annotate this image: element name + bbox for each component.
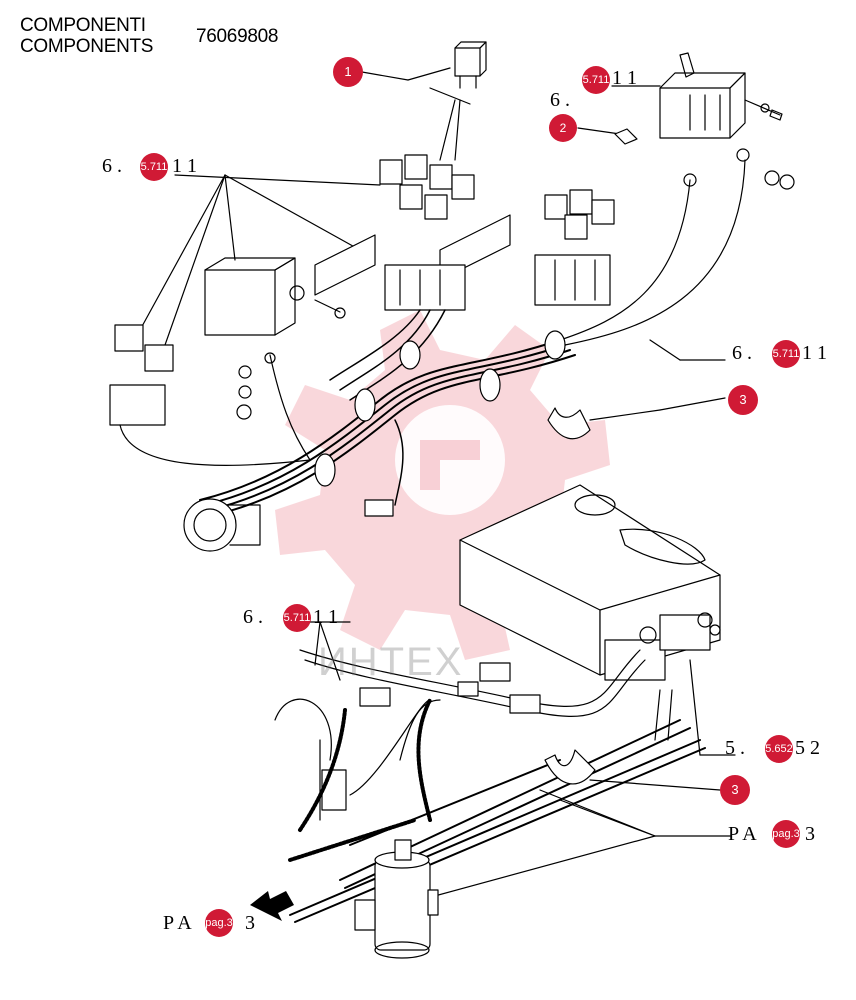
callout-3-top[interactable]: 3 [728, 385, 758, 415]
ref-badge-arrow[interactable]: pag.3 [205, 909, 233, 937]
ref-badge-valve[interactable]: 5.652 [765, 735, 793, 763]
ref-arrow: P A [163, 912, 196, 934]
ref-prefix: 6 . [550, 89, 575, 111]
ref-badge-relays[interactable]: 5.711 [140, 153, 168, 181]
callout-1[interactable]: 1 [333, 57, 363, 87]
ref-badge-harness[interactable]: 5.711 [772, 340, 800, 368]
callout-2[interactable]: 2 [549, 114, 577, 142]
ref-suffix-lower-harness: 1 1 [313, 606, 338, 628]
ref-suffix-valve: 5 2 [795, 737, 820, 759]
ref-valve: 5 . [725, 737, 750, 759]
ref-suffix-fusebox: 1 1 [612, 67, 637, 89]
watermark-text: ИНТЕХ [318, 640, 464, 684]
ref-suffix-relays: 1 1 [172, 155, 197, 177]
title-italian: COMPONENTI [20, 15, 146, 36]
ref-badge-lower-harness[interactable]: 5.711 [283, 604, 311, 632]
ref-fusebox: 6 . [540, 67, 575, 111]
arrow-icon [250, 891, 294, 921]
ref-relays: 6 . [102, 155, 127, 177]
ref-pipes: P A [728, 823, 761, 845]
ref-suffix-pipes: 3 [800, 823, 815, 845]
ref-badge-fusebox[interactable]: 5.711 [582, 66, 610, 94]
callout-3-bottom[interactable]: 3 [720, 775, 750, 805]
ref-suffix-harness: 1 1 [802, 342, 827, 364]
ref-suffix-arrow: 3 [240, 912, 255, 934]
part-number: 76069808 [196, 26, 279, 47]
ref-badge-pipes[interactable]: pag.3 [772, 820, 800, 848]
ref-lower-harness: 6 . [243, 606, 268, 628]
ref-harness: 6 . [732, 342, 757, 364]
title-english: COMPONENTS [20, 36, 154, 57]
leader-1 [361, 71, 409, 81]
